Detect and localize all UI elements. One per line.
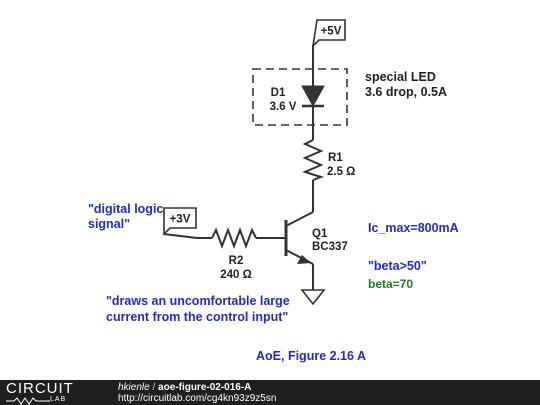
wires (197, 45, 314, 290)
resistor-r2-name: R2 (229, 255, 244, 267)
input-source-label: +3V (170, 214, 191, 226)
logo-circuit-text: CIRCUIT (6, 380, 74, 397)
note-ic-max: Ic_max=800mA (368, 221, 459, 235)
resistor-r1-name: R1 (328, 152, 343, 164)
resistor-r2-value: 240 Ω (220, 269, 252, 281)
annotations: "digital logic signal" Ic_max=800mA "bet… (88, 202, 459, 363)
circuitlab-footer: CIRCUIT LAB hkienle / aoe-figure-02-016-… (0, 380, 540, 405)
transistor-q1-emitter-arrow (297, 255, 311, 264)
supply-5v-flag (311, 19, 346, 49)
note-draws-line1: "draws an uncomfortable large (106, 294, 290, 308)
led-d1-dashed-box (252, 68, 348, 126)
input-source-flag (163, 207, 197, 236)
ground-symbol[interactable] (300, 289, 326, 306)
note-beta-gt: "beta>50" (368, 259, 427, 273)
note-beta-val: beta=70 (368, 277, 413, 291)
note-draws-line2: current from the control input" (106, 310, 288, 324)
footer-username[interactable]: hkienle (118, 382, 150, 393)
transistor-q1-part: BC337 (312, 241, 348, 253)
led-note: special LED 3.6 drop, 0.5A (365, 70, 447, 99)
resistor-r1[interactable]: R1 2.5 Ω (302, 139, 355, 181)
footer-url[interactable]: http://circuitlab.com/cg4kn93z9z5sn (118, 393, 277, 404)
logo-resistor-icon (6, 397, 50, 405)
ground-triangle (300, 289, 326, 306)
footer-circuit-id[interactable]: aoe-figure-02-016-A (158, 382, 252, 393)
led-d1-name: D1 (271, 87, 286, 99)
footer-separator: / (152, 382, 156, 393)
led-d1-value: 3.6 V (270, 101, 297, 113)
schematic-canvas: +5V D1 3.6 V special LED 3.6 drop, 0.5A … (88, 19, 459, 363)
transistor-q1[interactable]: Q1 BC337 (284, 211, 348, 265)
led-d1-triangle (301, 85, 325, 108)
logo-lab-text: LAB (50, 396, 67, 403)
resistor-r2-zigzag (211, 227, 257, 249)
transistor-q1-name: Q1 (312, 228, 328, 240)
input-source-3v[interactable]: +3V (163, 207, 198, 239)
supply-5v[interactable]: +5V (311, 19, 346, 49)
figure-caption: AoE, Figure 2.16 A (256, 349, 366, 363)
led-note-line2: 3.6 drop, 0.5A (365, 85, 447, 99)
transistor-q1-collector-leg (285, 211, 314, 227)
resistor-r1-value: 2.5 Ω (327, 166, 355, 178)
note-digital-logic-line1: "digital logic (88, 202, 163, 216)
input-source-lead (163, 233, 198, 239)
note-digital-logic-line2: signal" (88, 217, 130, 231)
supply-5v-label: +5V (321, 26, 342, 38)
led-note-line1: special LED (365, 70, 436, 84)
resistor-r1-zigzag (302, 139, 325, 181)
led-d1[interactable]: D1 3.6 V (252, 68, 348, 126)
resistor-r2[interactable]: R2 240 Ω (211, 227, 257, 281)
circuitlab-logo[interactable]: CIRCUIT LAB (6, 380, 106, 405)
